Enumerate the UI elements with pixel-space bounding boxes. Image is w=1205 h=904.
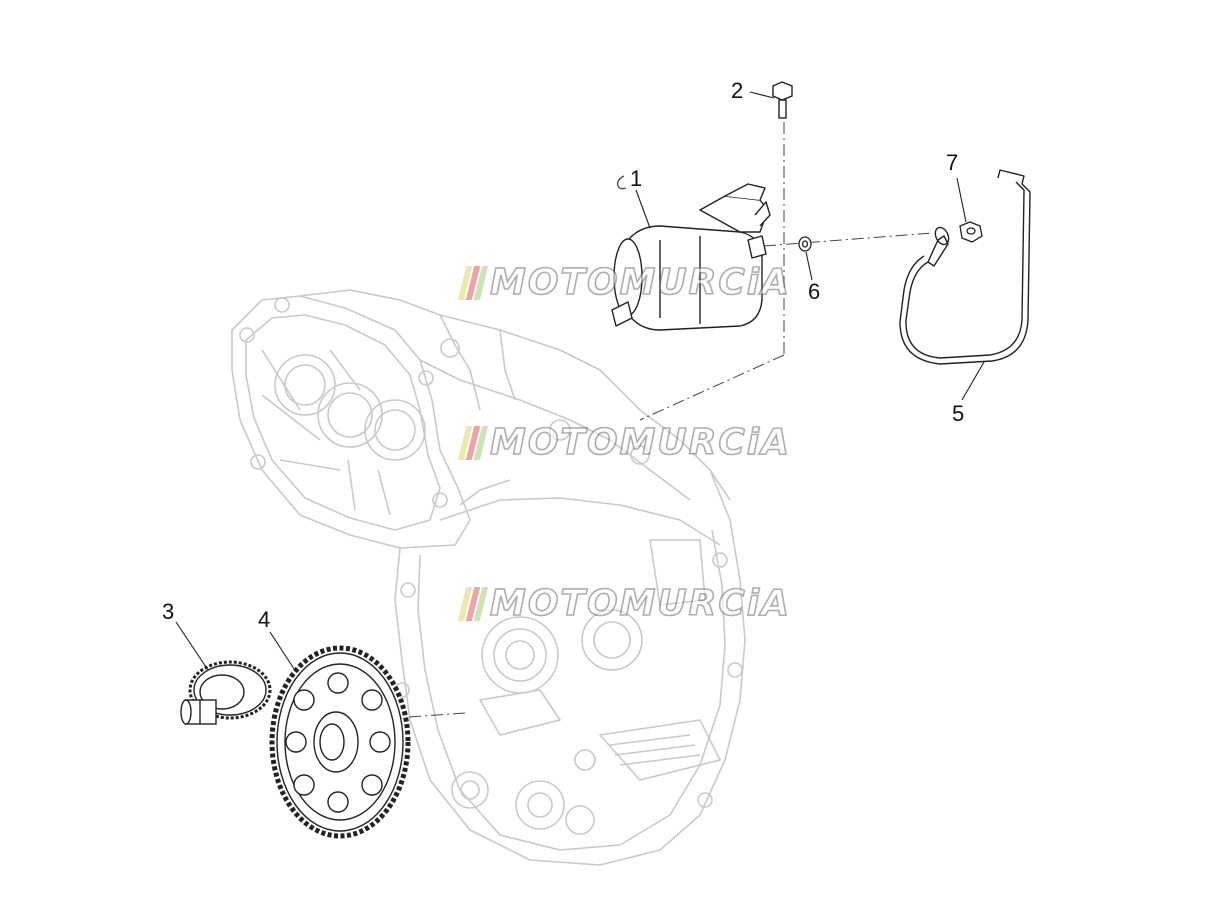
- watermark-text: MOTOMURCiA: [489, 422, 791, 464]
- nut: [959, 221, 983, 243]
- watermark-text: MOTOMURCiA: [489, 583, 791, 625]
- leader-lines: [175, 91, 985, 673]
- callout-2: 2: [731, 78, 743, 103]
- watermark-stripes: [457, 266, 490, 300]
- large-gear: [269, 645, 411, 839]
- watermark-stripes: [457, 426, 490, 460]
- washer: [798, 236, 812, 252]
- assembly-lines: [394, 122, 933, 719]
- watermark-logo: MOTOMURCiA: [457, 262, 790, 303]
- watermark-stripes: [457, 587, 490, 621]
- callout-7: 7: [946, 150, 958, 175]
- idle-gear: [180, 660, 272, 725]
- callout-4: 4: [258, 607, 270, 632]
- engine-crankcase: [231, 289, 746, 866]
- callout-5: 5: [952, 401, 964, 426]
- starter-cable: [899, 169, 1031, 365]
- callout-1: 1: [630, 166, 642, 191]
- watermark-logo: MOTOMURCiA: [457, 422, 790, 463]
- bolt: [772, 81, 793, 119]
- watermark-text: MOTOMURCiA: [489, 262, 791, 304]
- starter-motor: [611, 183, 771, 331]
- callout-6: 6: [808, 279, 820, 304]
- clip-icon: [616, 175, 627, 190]
- callout-3: 3: [162, 599, 174, 624]
- watermark-logo: MOTOMURCiA: [457, 583, 790, 624]
